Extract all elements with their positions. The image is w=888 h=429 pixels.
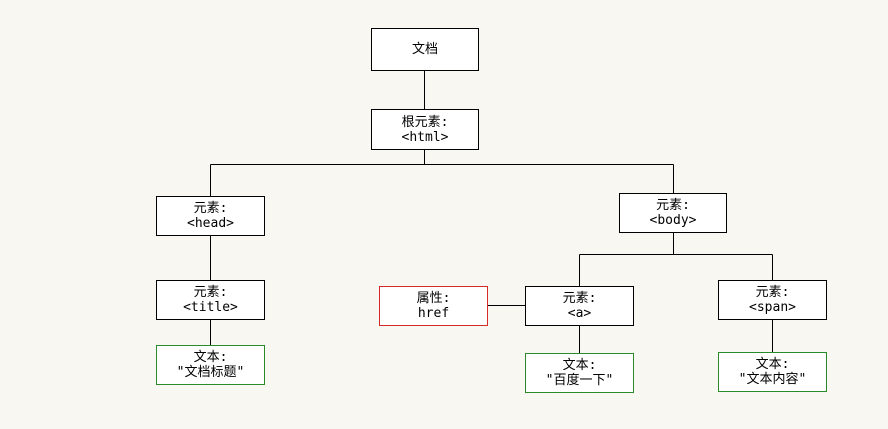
node-title-text-kind: 文本: xyxy=(193,350,228,365)
node-title: 元素: <title> xyxy=(156,280,265,320)
node-html-tag: <html> xyxy=(401,129,449,145)
node-head: 元素: <head> xyxy=(156,196,265,236)
node-href-name: href xyxy=(417,306,450,321)
node-span: 元素: <span> xyxy=(718,280,827,320)
node-body-tag: <body> xyxy=(649,213,697,228)
node-href-kind: 属性: xyxy=(416,291,451,306)
node-span-text-kind: 文本: xyxy=(755,357,790,372)
node-head-kind: 元素: xyxy=(193,201,228,216)
node-a-tag: <a> xyxy=(567,306,592,321)
node-a-text-kind: 文本: xyxy=(562,358,597,373)
node-href-attribute: 属性: href xyxy=(379,286,488,326)
node-span-text-value: "文本内容" xyxy=(738,372,807,387)
node-title-tag: <title> xyxy=(183,300,238,315)
node-html-kind: 根元素: xyxy=(401,114,449,130)
node-body-kind: 元素: xyxy=(656,198,690,213)
node-document-label: 文档 xyxy=(411,42,438,57)
node-a: 元素: <a> xyxy=(525,286,634,326)
node-a-text: 文本: "百度一下" xyxy=(525,353,634,393)
node-body: 元素: <body> xyxy=(619,193,727,233)
node-head-tag: <head> xyxy=(187,216,234,231)
node-title-text-value: "文档标题" xyxy=(176,365,245,380)
node-html: 根元素: <html> xyxy=(371,109,479,150)
node-span-kind: 元素: xyxy=(755,285,790,300)
node-document: 文档 xyxy=(371,28,479,71)
node-a-kind: 元素: xyxy=(562,291,597,306)
node-title-text: 文本: "文档标题" xyxy=(156,345,265,385)
node-title-kind: 元素: xyxy=(193,285,228,300)
node-a-text-value: "百度一下" xyxy=(545,373,614,388)
node-span-tag: <span> xyxy=(749,300,796,315)
node-span-text: 文本: "文本内容" xyxy=(718,352,827,392)
